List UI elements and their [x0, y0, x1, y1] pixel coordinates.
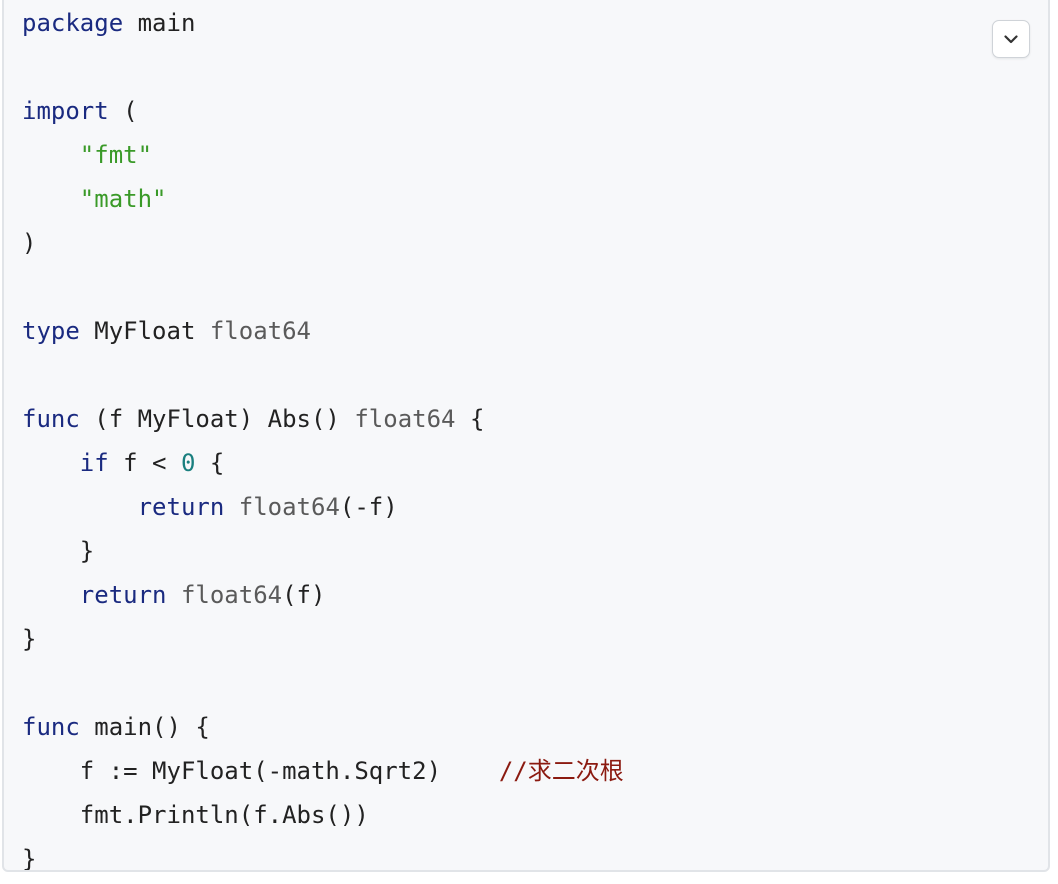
code-line: }: [22, 837, 624, 872]
code-text: [224, 493, 238, 521]
code-keyword: import: [22, 97, 109, 125]
code-line: return float64(-f): [22, 485, 624, 529]
code-number: 0: [180, 449, 196, 477]
code-type: float64: [209, 317, 311, 345]
code-text: (f): [282, 581, 326, 609]
code-line: return float64(f): [22, 573, 624, 617]
code-line: fmt.Println(f.Abs()): [22, 793, 624, 837]
code-text: f <: [108, 449, 181, 477]
collapse-button[interactable]: [992, 20, 1030, 58]
code-type: float64: [238, 493, 340, 521]
code-line: package main: [22, 1, 624, 45]
code-keyword: func: [22, 713, 80, 741]
code-line: import (: [22, 89, 624, 133]
code-string: "math": [79, 185, 167, 213]
code-keyword: package: [22, 9, 124, 37]
code-line: type MyFloat float64: [22, 309, 624, 353]
code-comment: //求二次根: [498, 757, 624, 785]
code-text: (f MyFloat) Abs(): [79, 405, 355, 433]
code-line: func main() {: [22, 705, 624, 749]
code-text: }: [22, 845, 37, 872]
code-type: float64: [180, 581, 283, 609]
code-line: if f < 0 {: [22, 441, 624, 485]
code-text: MyFloat: [79, 317, 210, 345]
code-text: (-f): [339, 493, 398, 521]
code-text: main() {: [79, 713, 210, 741]
code-text: main: [123, 9, 196, 37]
chevron-down-icon: [1004, 34, 1018, 44]
code-text: [167, 581, 181, 609]
code-text: {: [195, 449, 225, 477]
code-keyword: return: [137, 493, 225, 521]
code-keyword: if: [79, 449, 109, 477]
code-block: package main import ( "fmt" "math") type M…: [2, 0, 1050, 872]
code-line: ): [22, 221, 624, 265]
code-type: float64: [354, 405, 456, 433]
code-line: "math": [22, 177, 624, 221]
code-text: [22, 493, 138, 521]
code-line: [22, 661, 624, 705]
code-string: "fmt": [79, 141, 153, 169]
code-text: f := MyFloat(-math.Sqrt2): [22, 757, 499, 785]
code-text: }: [22, 537, 95, 565]
code-keyword: func: [22, 405, 80, 433]
code-line: }: [22, 617, 624, 661]
code-keyword: type: [22, 317, 80, 345]
code-line: func (f MyFloat) Abs() float64 {: [22, 397, 624, 441]
code-text: [22, 141, 80, 169]
code-line: [22, 45, 624, 89]
code-text: }: [22, 625, 37, 653]
code-line: [22, 265, 624, 309]
code-text: ): [22, 229, 37, 257]
code-text: [22, 185, 80, 213]
code-text: (: [108, 97, 138, 125]
code-text: [22, 581, 80, 609]
code-content: package main import ( "fmt" "math") type M…: [22, 1, 624, 872]
code-text: {: [455, 405, 485, 433]
code-line: [22, 353, 624, 397]
code-text: [22, 449, 80, 477]
code-line: "fmt": [22, 133, 624, 177]
code-line: f := MyFloat(-math.Sqrt2) //求二次根: [22, 749, 624, 793]
code-line: }: [22, 529, 624, 573]
code-text: fmt.Println(f.Abs()): [22, 801, 369, 829]
code-keyword: return: [79, 581, 167, 609]
